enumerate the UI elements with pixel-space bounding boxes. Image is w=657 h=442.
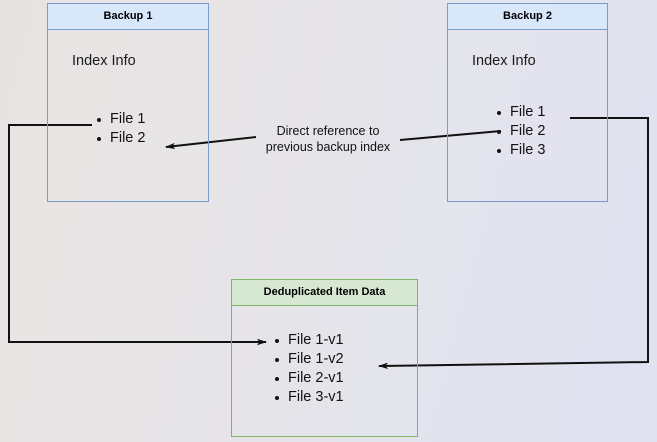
backup-1-file-list: File 1 File 2 bbox=[96, 110, 145, 148]
node-backup-1-body: Index Info File 1 File 2 bbox=[48, 30, 208, 202]
node-dedup-header: Deduplicated Item Data bbox=[232, 280, 417, 306]
list-item: File 3-v1 bbox=[274, 388, 344, 407]
list-item: File 2 bbox=[496, 122, 545, 141]
node-dedup-body: File 1-v1 File 1-v2 File 2-v1 File 3-v1 bbox=[232, 306, 417, 436]
list-item: File 3 bbox=[496, 141, 545, 160]
list-item: File 1 bbox=[496, 103, 545, 122]
node-backup-1[interactable]: Backup 1 Index Info File 1 File 2 bbox=[47, 3, 209, 202]
backup-1-index-info-label: Index Info bbox=[72, 53, 136, 69]
node-backup-2[interactable]: Backup 2 Index Info File 1 File 2 File 3 bbox=[447, 3, 608, 202]
list-item: File 2 bbox=[96, 129, 145, 148]
backup-2-index-info-label: Index Info bbox=[472, 53, 536, 69]
list-item: File 1 bbox=[96, 110, 145, 129]
list-item: File 2-v1 bbox=[274, 369, 344, 388]
node-backup-2-header: Backup 2 bbox=[448, 4, 607, 30]
list-item: File 1-v2 bbox=[274, 350, 344, 369]
backup-2-file-list: File 1 File 2 File 3 bbox=[496, 103, 545, 160]
node-deduplicated-item-data[interactable]: Deduplicated Item Data File 1-v1 File 1-… bbox=[231, 279, 418, 437]
node-backup-1-header: Backup 1 bbox=[48, 4, 208, 30]
dedup-file-list: File 1-v1 File 1-v2 File 2-v1 File 3-v1 bbox=[274, 331, 344, 407]
node-backup-2-body: Index Info File 1 File 2 File 3 bbox=[448, 30, 607, 202]
annotation-direct-reference: Direct reference to previous backup inde… bbox=[265, 124, 391, 154]
list-item: File 1-v1 bbox=[274, 331, 344, 350]
